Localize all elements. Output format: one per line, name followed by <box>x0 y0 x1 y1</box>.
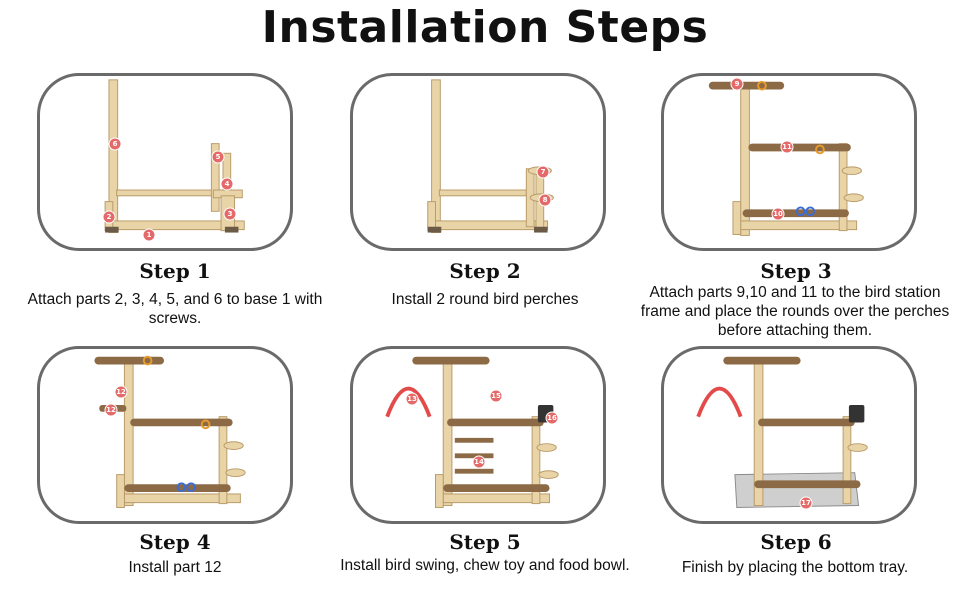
step-2-description: Install 2 round bird perches <box>391 291 579 308</box>
step-2-illustration <box>427 79 554 234</box>
step-5-illustration <box>385 356 559 508</box>
step-4-image <box>37 346 293 524</box>
step-3-description: Attach parts 9,10 and 11 to the bird sta… <box>640 284 950 339</box>
step-1-title: Step 1 <box>139 259 211 283</box>
step-6-illustration <box>696 356 868 508</box>
step-5-title: Step 5 <box>449 530 521 554</box>
step-4-illustration <box>94 355 246 508</box>
step-1-illustration <box>104 79 245 234</box>
step-6-image <box>661 346 917 524</box>
step-2-image <box>350 73 606 251</box>
step-3-illustration <box>708 80 864 236</box>
page-title: Installation Steps <box>261 2 709 53</box>
step-1-image <box>37 73 293 251</box>
step-3-image <box>661 73 917 251</box>
step-2-title: Step 2 <box>449 259 521 283</box>
step-6-description: Finish by placing the bottom tray. <box>681 559 909 576</box>
step-5-description: Install bird swing, chew toy and food bo… <box>340 557 630 574</box>
step-4-title: Step 4 <box>139 530 211 554</box>
step-1-description: Attach parts 2, 3, 4, 5, and 6 to base 1… <box>27 291 323 327</box>
step-5-image <box>350 346 606 524</box>
step-3-title: Step 3 <box>760 259 832 283</box>
step-6-title: Step 6 <box>760 530 832 554</box>
step-4-description: Install part 12 <box>128 559 222 576</box>
